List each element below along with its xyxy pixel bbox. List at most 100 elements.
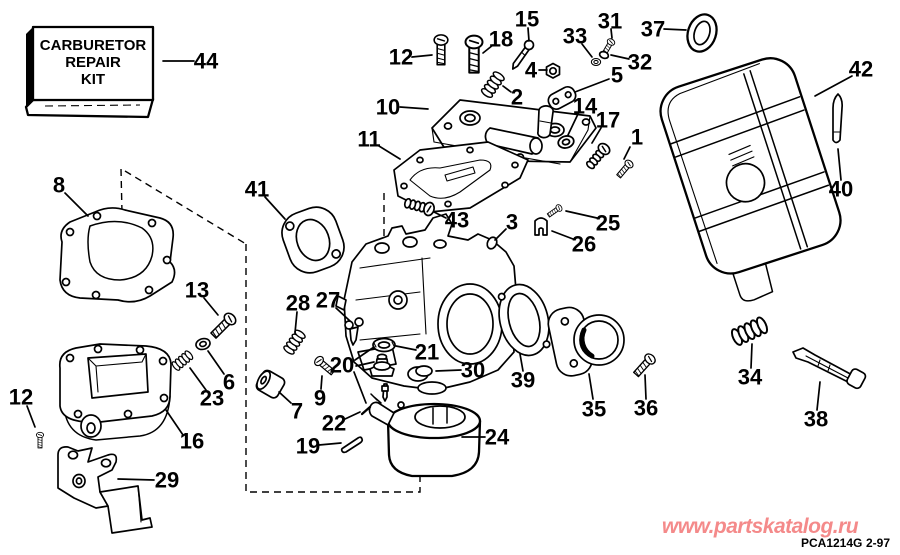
- callout-25: 25: [596, 211, 620, 236]
- part-ring-21: [372, 337, 396, 353]
- leader-line-5: [574, 78, 610, 93]
- callout-38: 38: [804, 407, 828, 432]
- callout-42: 42: [849, 57, 873, 82]
- leader-line-39: [519, 353, 524, 372]
- callout-12: 12: [389, 45, 413, 70]
- kit-box-line-1: CARBURETOR: [40, 37, 147, 54]
- callout-34: 34: [738, 365, 763, 390]
- callout-22: 22: [322, 411, 346, 436]
- part-screw-12-top: [433, 34, 449, 66]
- leader-line-3: [494, 228, 507, 241]
- leader-line-42: [814, 75, 853, 97]
- callout-1: 1: [631, 125, 643, 150]
- part-valve-seat-20: [369, 353, 395, 377]
- leader-line-20: [354, 346, 375, 361]
- leader-line-13: [203, 297, 219, 316]
- leader-line-8: [64, 192, 89, 217]
- leader-line-41: [264, 196, 286, 220]
- callout-3: 3: [506, 210, 518, 235]
- part-cup-24: [368, 393, 482, 478]
- callout-39: 39: [511, 368, 535, 393]
- leader-line-11: [378, 145, 401, 160]
- leader-line-35: [588, 373, 594, 400]
- part-screw-18: [464, 34, 484, 74]
- leader-line-7: [278, 391, 292, 404]
- leader-line-31: [610, 28, 613, 39]
- callout-27: 27: [316, 288, 340, 313]
- leader-line-43: [433, 211, 447, 219]
- callout-28: 28: [286, 291, 310, 316]
- callout-4: 4: [525, 58, 538, 83]
- part-pin-40: [832, 93, 844, 144]
- part-oval-30: [415, 365, 433, 377]
- part-screw-12-bottom: [35, 431, 45, 449]
- part-bracket-29: [57, 446, 153, 534]
- leader-line-28: [294, 311, 298, 334]
- leader-line-18: [482, 44, 494, 54]
- callout-2: 2: [511, 85, 523, 110]
- callout-30: 30: [461, 358, 485, 383]
- callout-21: 21: [415, 340, 439, 365]
- part-spring-2: [479, 69, 507, 100]
- leader-line-30: [435, 369, 462, 372]
- callout-6: 6: [223, 370, 235, 395]
- watermark-text: www.partskatalog.ru: [662, 515, 859, 538]
- leader-line-14: [567, 113, 579, 136]
- part-screw-25: [545, 203, 564, 219]
- callout-36: 36: [634, 396, 658, 421]
- part-shaft-38: [792, 347, 867, 390]
- leader-line-16: [165, 409, 184, 436]
- leader-line-21: [395, 345, 417, 351]
- part-gasket-39: [497, 283, 551, 357]
- callout-41: 41: [245, 177, 269, 202]
- leader-line-15: [527, 27, 530, 42]
- leader-line-17: [591, 127, 602, 144]
- leader-line-32: [610, 54, 630, 60]
- leader-line-19: [318, 442, 342, 446]
- part-silencer-cover-42: [659, 57, 842, 302]
- footer-part-code: PCA1214G: [801, 536, 862, 550]
- part-adapter-35: [547, 306, 625, 377]
- leader-line-27: [335, 307, 351, 322]
- leader-line-33: [581, 43, 593, 58]
- callout-14: 14: [573, 94, 598, 119]
- leader-line-36: [644, 374, 647, 400]
- part-oval-32: [598, 50, 610, 60]
- part-seal-ring-37: [686, 13, 718, 53]
- leader-line-25: [565, 210, 598, 219]
- callout-16: 16: [180, 429, 204, 454]
- part-screw-17: [583, 140, 613, 172]
- callout-7: 7: [291, 399, 303, 424]
- callout-44: 44: [194, 49, 219, 74]
- part-clip-26: [534, 217, 548, 236]
- callout-19: 19: [296, 434, 320, 459]
- leader-line-12: [411, 54, 433, 58]
- leader-line-23: [189, 367, 207, 391]
- leader-line-29: [117, 478, 155, 481]
- part-pin-22: [360, 405, 372, 416]
- callout-20: 20: [330, 353, 354, 378]
- part-needle-20: [381, 383, 389, 402]
- leader-line-9: [320, 375, 323, 390]
- part-screw-13: [208, 310, 239, 341]
- callout-15: 15: [515, 7, 539, 32]
- callout-23: 23: [200, 386, 224, 411]
- callout-29: 29: [155, 468, 179, 493]
- part-bracket-5: [547, 85, 577, 111]
- part-cylinder-7: [255, 369, 286, 399]
- callout-13: 13: [185, 278, 209, 303]
- callout-8: 8: [53, 173, 65, 198]
- callout-11: 11: [357, 127, 380, 152]
- callout-9: 9: [314, 386, 326, 411]
- part-pin-19: [340, 436, 364, 454]
- leader-line-34: [750, 343, 753, 369]
- leader-line-12: [26, 405, 36, 428]
- part-mounting-plate-41: [281, 206, 345, 274]
- kit-box-line-3: KIT: [81, 71, 105, 88]
- leader-line-1: [623, 146, 631, 160]
- leader-line-37: [663, 28, 687, 31]
- part-elbow-fitting: [537, 105, 554, 139]
